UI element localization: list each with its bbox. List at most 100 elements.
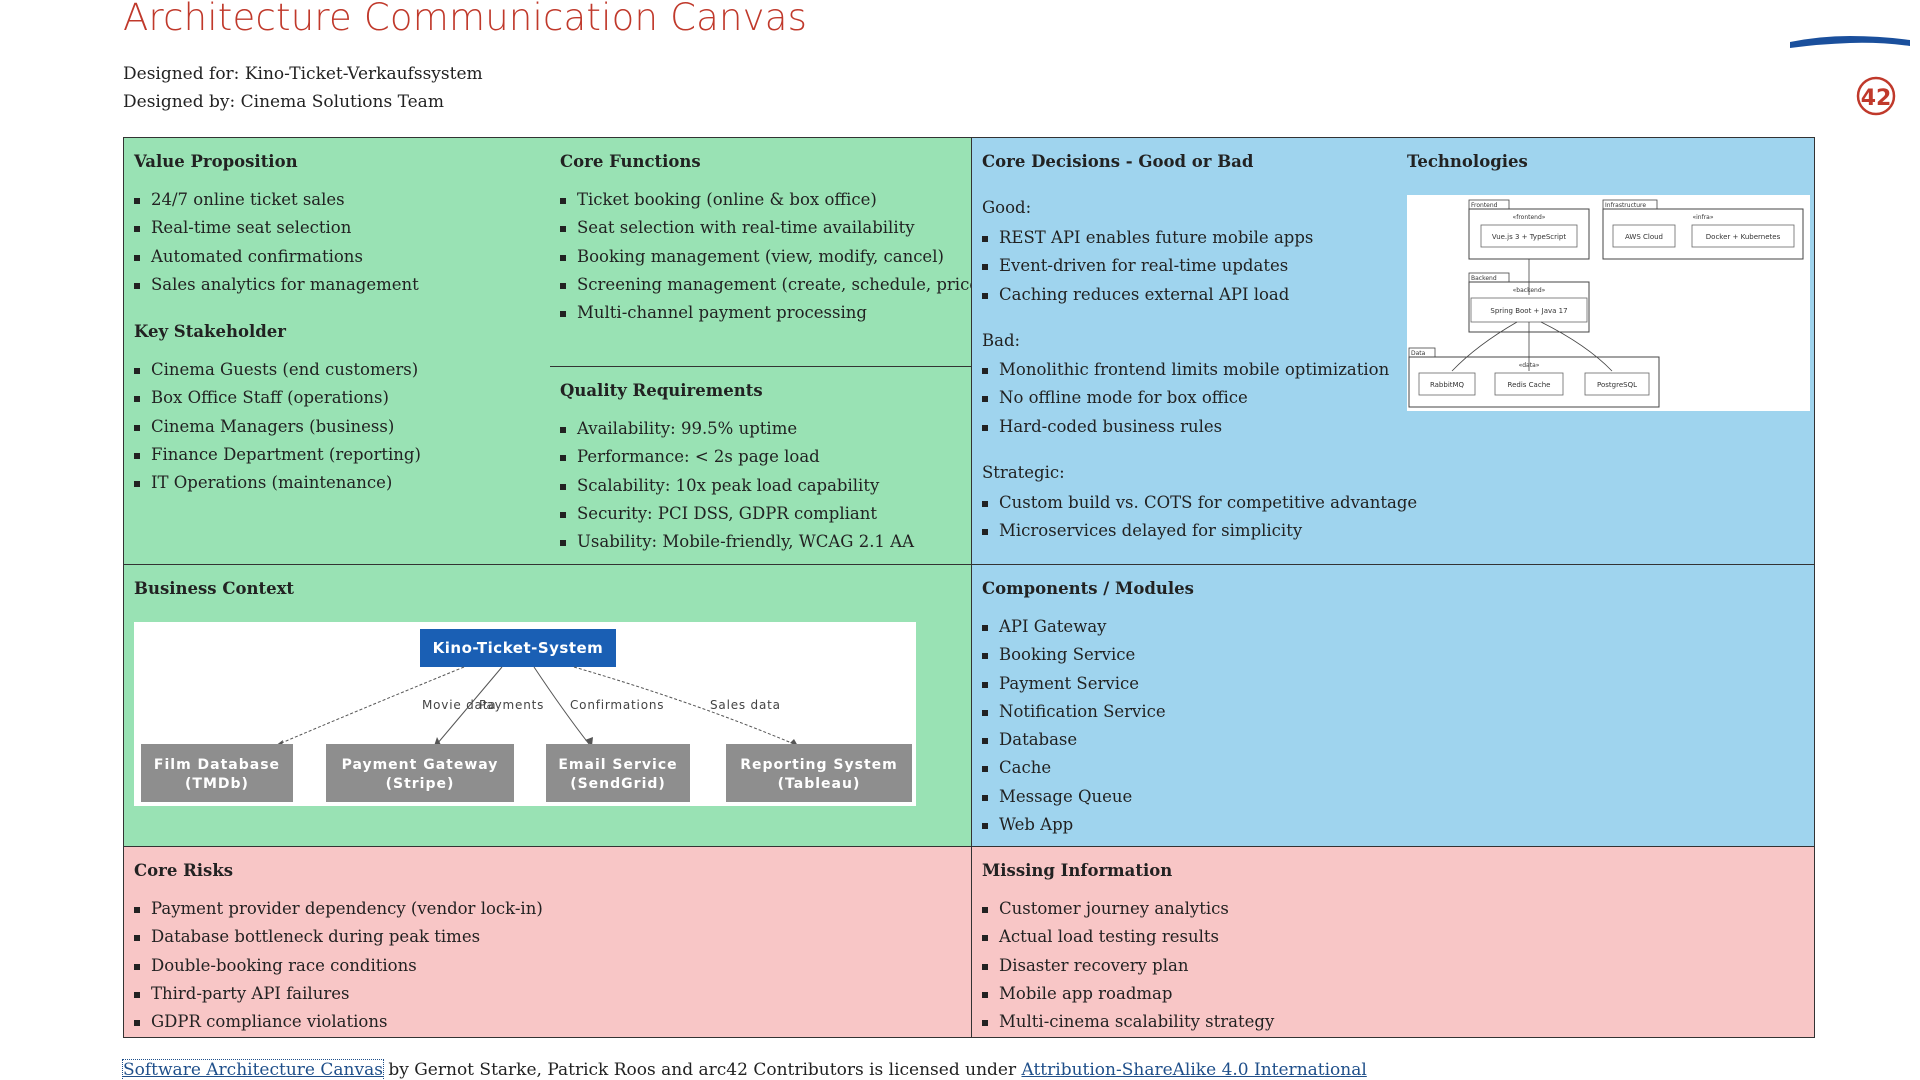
list-item: API Gateway (982, 613, 1166, 641)
list-item: Caching reduces external API load (982, 281, 1313, 309)
logo-text: 42 (1861, 86, 1892, 111)
list-item: Payment provider dependency (vendor lock… (134, 895, 543, 923)
business-context-diagram: Kino-Ticket-System Movie data Payments C… (134, 622, 916, 806)
list-item: Cinema Managers (business) (134, 413, 421, 441)
list-item: Scalability: 10x peak load capability (560, 472, 914, 500)
infra-node: AWS Cloud (1625, 233, 1663, 241)
list-item: 24/7 online ticket sales (134, 186, 419, 214)
core-functions-list: Ticket booking (online & box office) Sea… (560, 186, 986, 327)
core-risks-list: Payment provider dependency (vendor lock… (134, 895, 543, 1036)
list-item: Cinema Guests (end customers) (134, 356, 421, 384)
missing-information-list: Customer journey analytics Actual load t… (982, 895, 1274, 1036)
list-item: Box Office Staff (operations) (134, 384, 421, 412)
missing-information-panel: Missing Information Customer journey ana… (971, 846, 1814, 1037)
value-stakeholder-panel: Value Proposition 24/7 online ticket sal… (124, 138, 550, 564)
infra-label: Infrastructure (1605, 202, 1646, 209)
list-item: Availability: 99.5% uptime (560, 415, 914, 443)
flow-label: Payments (479, 698, 544, 712)
components-heading: Components / Modules (982, 579, 1194, 598)
canvas-link[interactable]: Software Architecture Canvas (122, 1059, 384, 1080)
backend-stereo: «backend» (1513, 287, 1546, 294)
list-item: Notification Service (982, 698, 1166, 726)
external-name: Email Service (558, 757, 677, 773)
external-name: Payment Gateway (342, 757, 499, 773)
good-label: Good: (982, 198, 1032, 217)
core-functions-panel: Core Functions Ticket booking (online & … (550, 138, 986, 367)
external-detail: (TMDb) (185, 776, 249, 792)
external-name: Film Database (154, 757, 280, 773)
license-link[interactable]: Attribution-ShareAlike 4.0 International (1021, 1060, 1367, 1080)
components-list: API Gateway Booking Service Payment Serv… (982, 613, 1166, 839)
list-item: Customer journey analytics (982, 895, 1274, 923)
external-detail: (Tableau) (778, 776, 861, 792)
list-item: Database bottleneck during peak times (134, 923, 543, 951)
key-stakeholder-list: Cinema Guests (end customers) Box Office… (134, 356, 421, 497)
data-node: Redis Cache (1508, 381, 1551, 389)
backend-node: Spring Boot + Java 17 (1490, 307, 1567, 315)
infra-node: Docker + Kubernetes (1706, 233, 1781, 241)
bad-decisions-list: Monolithic frontend limits mobile optimi… (982, 356, 1389, 441)
strategic-decisions-list: Custom build vs. COTS for competitive ad… (982, 489, 1417, 546)
page-title: Architecture Communication Canvas (123, 0, 808, 39)
core-functions-heading: Core Functions (560, 152, 701, 171)
footer-text: by Gernot Starke, Patrick Roos and arc42… (382, 1060, 1022, 1080)
list-item: GDPR compliance violations (134, 1008, 543, 1036)
quality-requirements-heading: Quality Requirements (560, 381, 763, 400)
list-item: Microservices delayed for simplicity (982, 517, 1417, 545)
quality-requirements-list: Availability: 99.5% uptime Performance: … (560, 415, 914, 556)
infra-stereo: «infra» (1692, 214, 1713, 221)
list-item: Payment Service (982, 670, 1166, 698)
list-item: Screening management (create, schedule, … (560, 271, 986, 299)
key-stakeholder-heading: Key Stakeholder (134, 322, 286, 341)
list-item: No offline mode for box office (982, 384, 1389, 412)
license-footer: Software Architecture Canvas by Gernot S… (122, 1059, 1367, 1080)
system-label: Kino-Ticket-System (433, 639, 604, 657)
business-context-heading: Business Context (134, 579, 295, 598)
list-item: Event-driven for real-time updates (982, 252, 1313, 280)
strategic-label: Strategic: (982, 463, 1065, 482)
list-item: Cache (982, 754, 1166, 782)
value-proposition-list: 24/7 online ticket sales Real-time seat … (134, 186, 419, 299)
bad-label: Bad: (982, 331, 1021, 350)
flow-label: Movie data (422, 698, 496, 712)
data-label: Data (1411, 350, 1426, 357)
list-item: Custom build vs. COTS for competitive ad… (982, 489, 1417, 517)
list-item: Actual load testing results (982, 923, 1274, 951)
value-proposition-heading: Value Proposition (134, 152, 298, 171)
backend-label: Backend (1471, 275, 1497, 282)
list-item: Performance: < 2s page load (560, 443, 914, 471)
technologies-diagram: Frontend «frontend» Vue.js 3 + TypeScrip… (1407, 195, 1810, 411)
technologies-heading: Technologies (1407, 152, 1528, 171)
designed-for: Designed for: Kino-Ticket-Verkaufssystem (123, 64, 483, 84)
list-item: Multi-channel payment processing (560, 299, 986, 327)
list-item: Finance Department (reporting) (134, 441, 421, 469)
list-item: REST API enables future mobile apps (982, 224, 1313, 252)
components-panel: Components / Modules API Gateway Booking… (971, 564, 1814, 846)
core-risks-panel: Core Risks Payment provider dependency (… (124, 846, 971, 1037)
flow-label: Confirmations (570, 698, 664, 712)
core-decisions-panel: Core Decisions - Good or Bad Good: REST … (971, 138, 1814, 564)
missing-information-heading: Missing Information (982, 861, 1173, 880)
external-detail: (SendGrid) (570, 776, 666, 792)
business-context-panel: Business Context Kino-Ticket-System Movi… (124, 564, 971, 846)
architecture-canvas: Value Proposition 24/7 online ticket sal… (123, 137, 1815, 1038)
external-detail: (Stripe) (386, 776, 455, 792)
list-item: Real-time seat selection (134, 214, 419, 242)
quality-requirements-panel: Quality Requirements Availability: 99.5%… (550, 367, 971, 564)
core-decisions-heading: Core Decisions - Good or Bad (982, 152, 1254, 171)
list-item: Booking Service (982, 641, 1166, 669)
core-risks-heading: Core Risks (134, 861, 234, 880)
list-item: Sales analytics for management (134, 271, 419, 299)
list-item: Third-party API failures (134, 980, 543, 1008)
list-item: Ticket booking (online & box office) (560, 186, 986, 214)
frontend-node: Vue.js 3 + TypeScript (1492, 233, 1567, 241)
list-item: Mobile app roadmap (982, 980, 1274, 1008)
list-item: Multi-cinema scalability strategy (982, 1008, 1274, 1036)
frontend-label: Frontend (1471, 202, 1498, 209)
list-item: Database (982, 726, 1166, 754)
arc42-logo: 42 (1790, 36, 1910, 116)
designed-by: Designed by: Cinema Solutions Team (123, 92, 444, 112)
list-item: Double-booking race conditions (134, 952, 543, 980)
external-name: Reporting System (740, 757, 898, 773)
list-item: Monolithic frontend limits mobile optimi… (982, 356, 1389, 384)
